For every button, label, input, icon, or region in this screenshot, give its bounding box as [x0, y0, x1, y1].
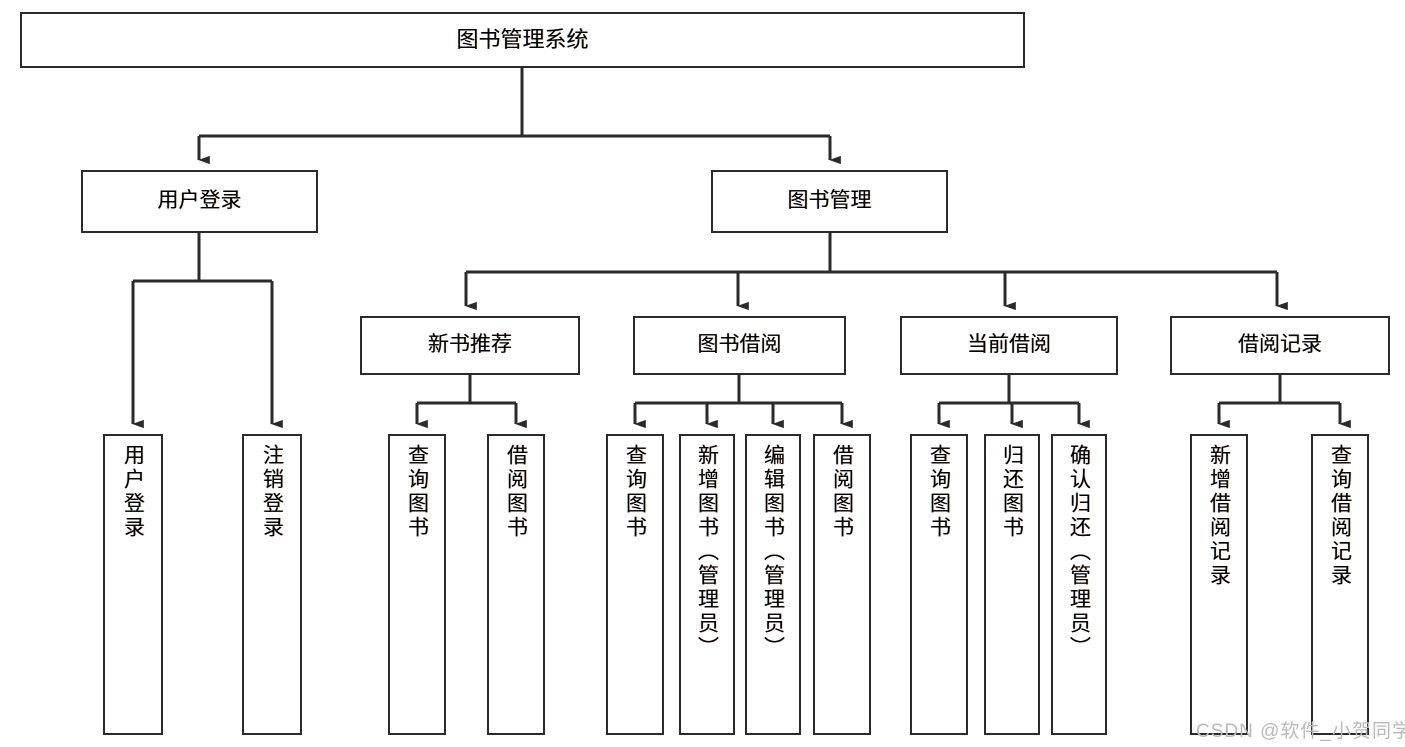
node-leaf-user-logout-label: 注销登录: [260, 444, 284, 540]
node-book-borrow[interactable]: 图书借阅: [633, 316, 846, 375]
node-book-borrow-label: 图书借阅: [697, 333, 782, 357]
node-leaf-query-book-recommend[interactable]: 查询图书: [388, 434, 446, 735]
node-user-login[interactable]: 用户登录: [81, 170, 318, 233]
node-root[interactable]: 图书管理系统: [20, 12, 1025, 68]
node-leaf-query-book-recommend-label: 查询图书: [405, 444, 429, 540]
node-borrow-record-label: 借阅记录: [1238, 333, 1322, 357]
node-leaf-return-book[interactable]: 归还图书: [984, 434, 1040, 735]
node-leaf-add-book[interactable]: 新增图书（管理员）: [679, 434, 735, 735]
node-leaf-add-borrow-record[interactable]: 新增借阅记录: [1190, 434, 1248, 735]
node-new-book-recommend-label: 新书推荐: [428, 333, 512, 357]
node-leaf-borrow-book-recommend[interactable]: 借阅图书: [487, 434, 545, 735]
node-leaf-query-borrow-record[interactable]: 查询借阅记录: [1311, 434, 1369, 735]
node-leaf-query-book[interactable]: 查询图书: [606, 434, 664, 735]
node-leaf-return-book-label: 归还图书: [1000, 444, 1024, 540]
node-leaf-query-book-current[interactable]: 查询图书: [910, 434, 968, 735]
node-leaf-confirm-return[interactable]: 确认归还（管理员）: [1051, 434, 1107, 735]
node-user-login-label: 用户登录: [157, 189, 242, 213]
node-leaf-borrow-book[interactable]: 借阅图书: [813, 434, 871, 735]
node-borrow-record[interactable]: 借阅记录: [1170, 316, 1390, 375]
node-leaf-edit-book[interactable]: 编辑图书（管理员）: [745, 434, 801, 735]
node-leaf-user-login-label: 用户登录: [121, 444, 145, 540]
node-leaf-query-book-label: 查询图书: [623, 444, 647, 540]
node-leaf-add-book-label: 新增图书（管理员）: [695, 444, 719, 660]
node-current-borrow[interactable]: 当前借阅: [900, 316, 1118, 375]
node-leaf-borrow-book-recommend-label: 借阅图书: [504, 444, 528, 540]
node-root-label: 图书管理系统: [456, 27, 589, 53]
node-leaf-add-borrow-record-label: 新增借阅记录: [1207, 444, 1231, 588]
node-new-book-recommend[interactable]: 新书推荐: [360, 316, 580, 375]
node-leaf-confirm-return-label: 确认归还（管理员）: [1067, 444, 1091, 660]
node-leaf-user-login[interactable]: 用户登录: [103, 434, 163, 735]
node-leaf-query-borrow-record-label: 查询借阅记录: [1328, 444, 1352, 588]
node-book-manage[interactable]: 图书管理: [711, 170, 948, 233]
node-leaf-query-book-current-label: 查询图书: [927, 444, 951, 540]
node-leaf-user-logout[interactable]: 注销登录: [242, 434, 302, 735]
node-current-borrow-label: 当前借阅: [967, 333, 1051, 357]
node-leaf-borrow-book-label: 借阅图书: [830, 444, 854, 540]
node-book-manage-label: 图书管理: [787, 189, 872, 213]
node-leaf-edit-book-label: 编辑图书（管理员）: [761, 444, 785, 660]
